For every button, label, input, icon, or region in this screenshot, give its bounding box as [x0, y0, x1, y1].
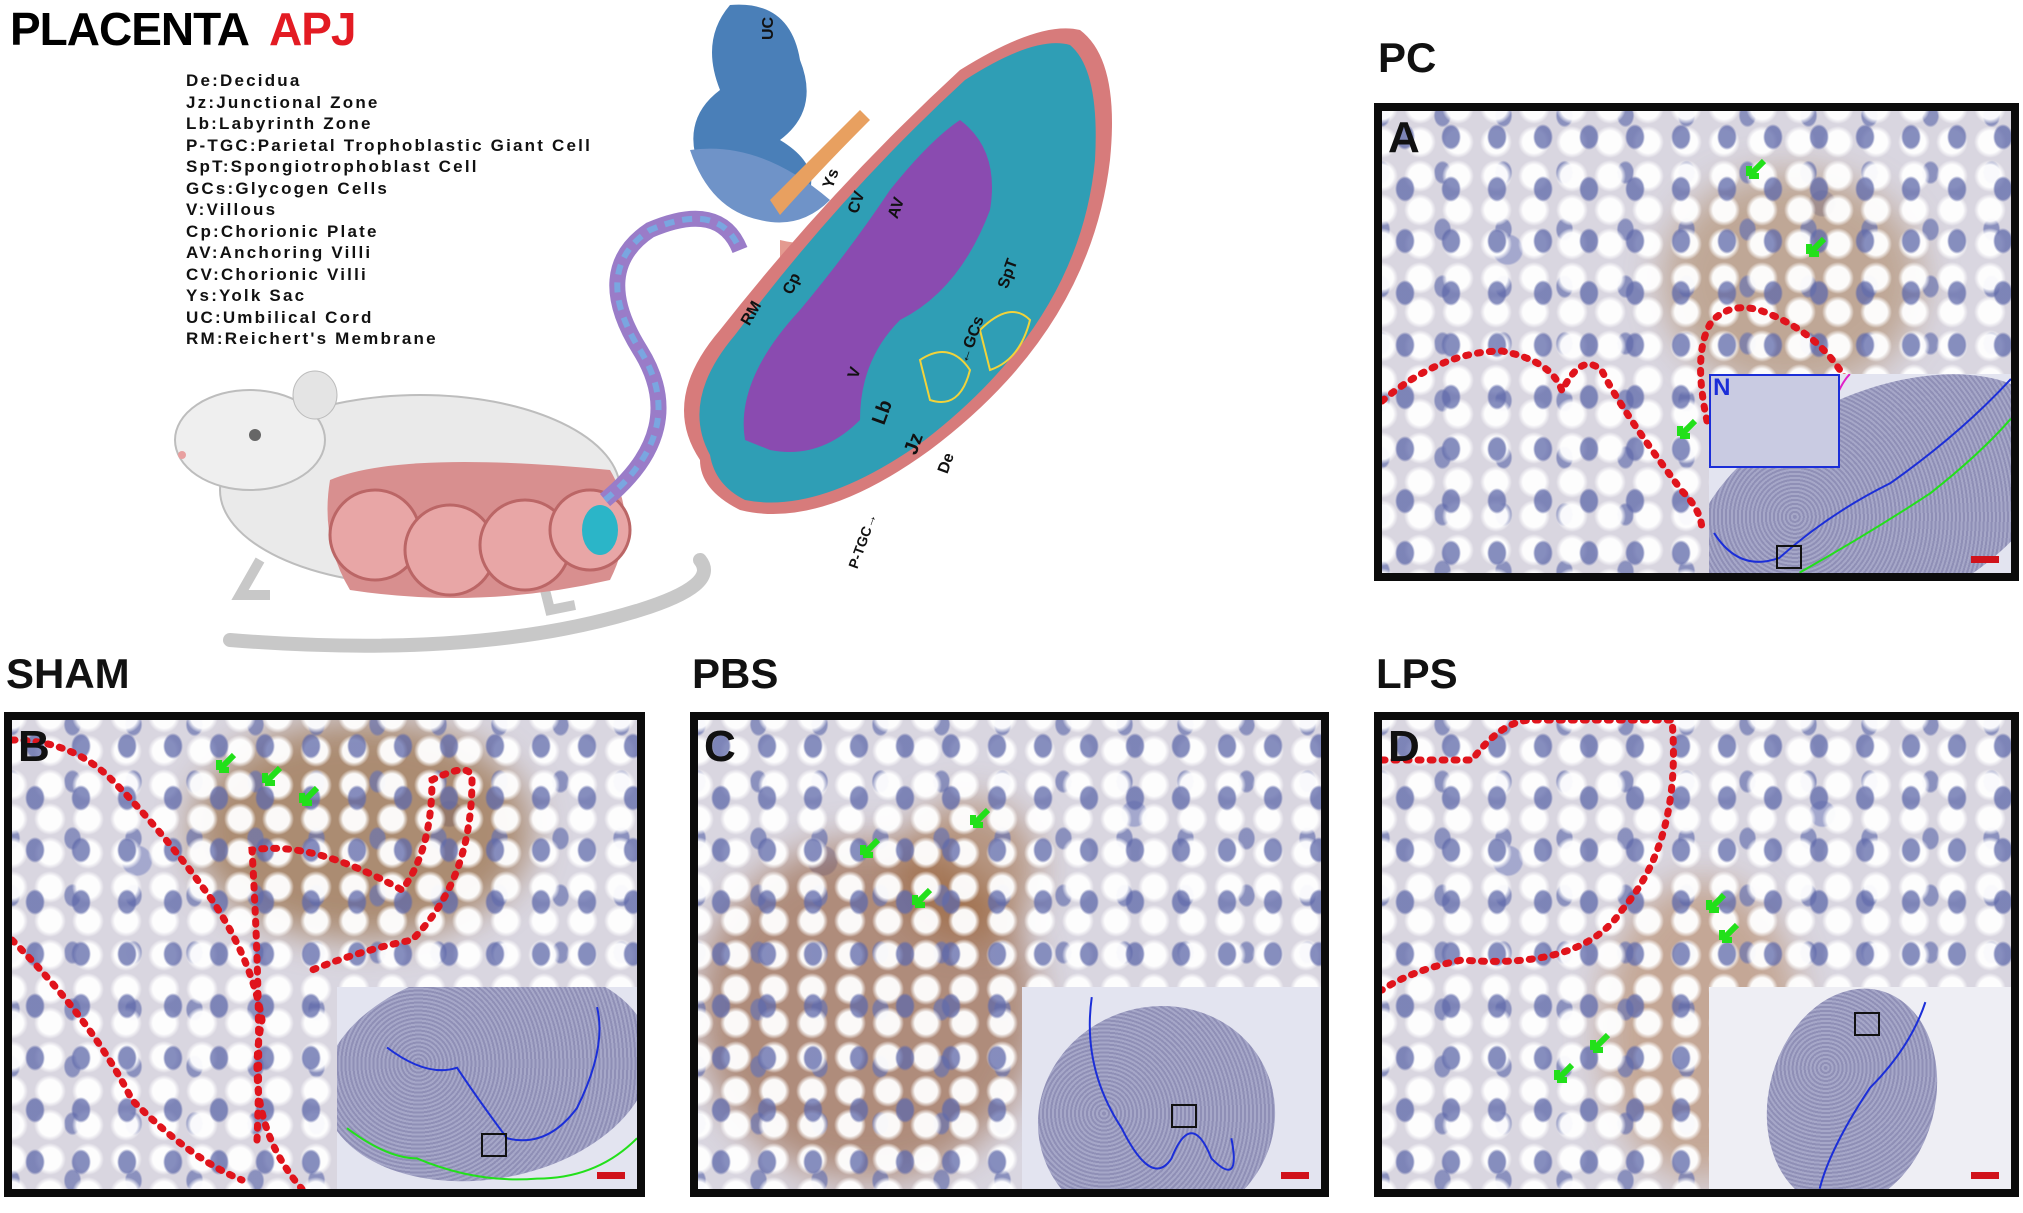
- scale-bar: [1281, 1172, 1309, 1179]
- green-arrow-icon: [1677, 418, 1698, 439]
- legend-item: SpT:Spongiotrophoblast Cell: [186, 157, 479, 176]
- panel-c-micrograph: C: [690, 712, 1329, 1197]
- annotation-overlay: [1382, 720, 1740, 1083]
- region-box: [1854, 1011, 1880, 1036]
- region-box: [481, 1132, 507, 1157]
- red-dotted-outline: [1382, 347, 1706, 535]
- placenta-illustration: [174, 4, 1112, 653]
- panel-letter: C: [704, 722, 736, 771]
- zone-boundaries: [1088, 997, 1235, 1171]
- annotation-overlay: [860, 807, 991, 908]
- normal-control-inset: N: [1709, 374, 1840, 468]
- label-uc: UC: [760, 16, 777, 40]
- panel-a-micrograph: A N: [1374, 103, 2019, 581]
- scale-bar: [1971, 556, 1999, 563]
- title-apj: APJ: [269, 3, 356, 55]
- scale-bar: [597, 1172, 625, 1179]
- figure-title: PLACENTA APJ: [10, 2, 357, 56]
- group-title-sham: SHAM: [6, 650, 130, 697]
- green-arrow-icon: [216, 752, 237, 773]
- panel-letter: A: [1388, 113, 1420, 162]
- abbreviation-legend: De:Decidua Jz:Junctional Zone Lb:Labyrin…: [186, 70, 592, 350]
- group-title-pbs: PBS: [692, 650, 779, 697]
- uterus-illustration: [327, 462, 632, 598]
- placenta-section: [684, 28, 1112, 514]
- panel-d-micrograph: D: [1374, 712, 2019, 1197]
- region-box: [1775, 545, 1802, 569]
- legend-item: Lb:Labyrinth Zone: [186, 114, 373, 133]
- group-title-lps: LPS: [1376, 650, 1458, 697]
- legend-item: V:Villous: [186, 200, 278, 219]
- red-dotted-outline: [1697, 304, 1866, 425]
- green-arrow-icon: [912, 887, 933, 908]
- group-title-pc: PC: [1378, 34, 1437, 81]
- legend-item: GCs:Glycogen Cells: [186, 178, 390, 198]
- panel-b-micrograph: B: [4, 712, 645, 1197]
- annotation-overlay: [12, 736, 476, 1189]
- overview-inset: N: [1709, 374, 2011, 573]
- green-arrow-icon: [262, 765, 283, 786]
- legend-item: P-TGC:Parietal Trophoblastic Giant Cell: [186, 135, 593, 155]
- legend-item: De:Decidua: [186, 71, 302, 90]
- region-box: [1171, 1104, 1198, 1129]
- legend-item: RM:Reichert's Membrane: [186, 329, 438, 348]
- overview-inset: [1709, 987, 2011, 1189]
- zone-boundaries: [346, 1007, 637, 1181]
- legend-item: Ys:Yolk Sac: [186, 286, 307, 305]
- overview-inset: [337, 987, 637, 1189]
- green-arrow-icon: [299, 785, 320, 806]
- green-arrow-icon: [1806, 236, 1827, 257]
- green-arrow-icon: [1590, 1032, 1611, 1053]
- green-arrow-icon: [1554, 1062, 1575, 1083]
- zone-boundaries: [1818, 1002, 1927, 1189]
- legend-item: Cp:Chorionic Plate: [186, 221, 379, 241]
- inset-label-n: N: [1713, 374, 1731, 402]
- legend-item: Jz:Junctional Zone: [186, 92, 380, 112]
- green-arrow-icon: [970, 807, 991, 828]
- green-arrow-icon: [1719, 922, 1740, 943]
- legend-item: CV:Chorionic Villi: [186, 264, 368, 284]
- legend-item: UC:Umbilical Cord: [186, 307, 374, 327]
- green-arrow-icon: [1706, 892, 1727, 913]
- panel-letter: B: [18, 722, 50, 771]
- green-arrow-icon: [860, 837, 881, 858]
- scale-bar: [1971, 1172, 1999, 1179]
- umbilical-cord: [599, 210, 748, 507]
- overview-inset: [1021, 987, 1321, 1189]
- legend-item: AV:Anchoring Villi: [186, 243, 373, 262]
- annotation-overlay: [1382, 158, 1866, 535]
- panel-letter: D: [1388, 722, 1420, 771]
- yolk-sac-tissue: [690, 4, 860, 264]
- green-arrow-icon: [1746, 158, 1767, 179]
- title-placenta: PLACENTA: [10, 3, 250, 55]
